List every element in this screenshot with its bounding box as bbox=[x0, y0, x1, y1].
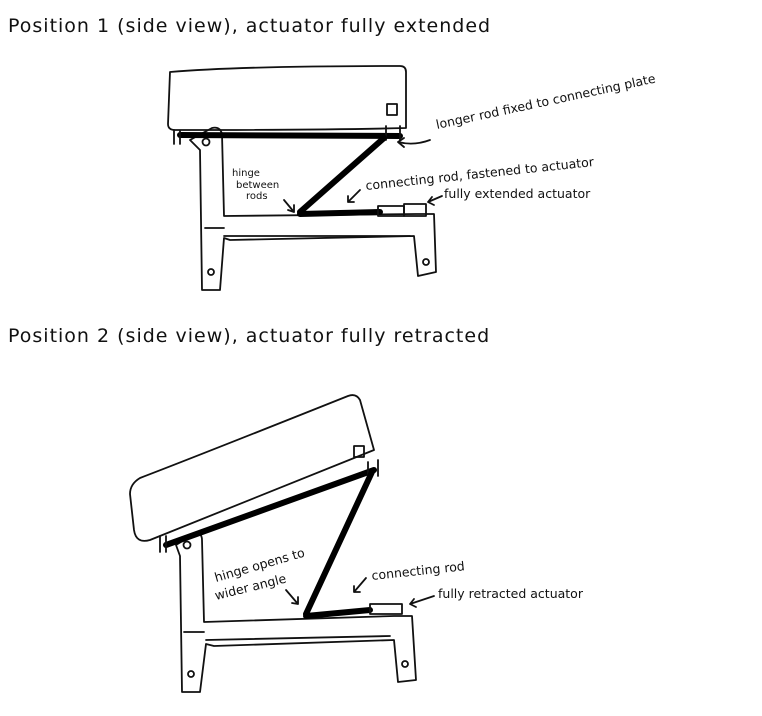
position-2-arrow-hinge bbox=[285, 589, 299, 605]
position-2-label-connecting-rod: connecting rod bbox=[371, 558, 466, 583]
position-2-lower-rod bbox=[303, 607, 373, 619]
position-1-foot-pivot-left bbox=[207, 268, 215, 276]
position-2-seat-cushion bbox=[129, 394, 375, 542]
position-2-connecting-rod bbox=[303, 469, 375, 617]
position-1-arrow-hinge bbox=[283, 199, 295, 213]
position-2-longer-rod bbox=[163, 467, 377, 548]
position-2-foot-pivot-right bbox=[401, 660, 409, 668]
position-1-arrow-actuator bbox=[427, 195, 443, 206]
position-2-top-pivot bbox=[182, 540, 192, 550]
position-2-diagram: Position 2 (side view), actuator fully r… bbox=[8, 325, 584, 693]
position-1-label-hinge-3: rods bbox=[246, 191, 268, 202]
position-1-foot-pivot-right bbox=[422, 258, 430, 266]
position-2-frame-inner bbox=[183, 631, 391, 641]
position-1-top-pivot bbox=[201, 137, 211, 147]
position-1-label-longer-rod: longer rod fixed to connecting plate bbox=[435, 71, 658, 132]
position-1-arrow-connecting-rod bbox=[347, 189, 361, 203]
position-2-title: Position 2 (side view), actuator fully r… bbox=[8, 325, 490, 347]
position-1-label-actuator: fully extended actuator bbox=[444, 186, 591, 201]
position-1-plate-bracket bbox=[386, 103, 398, 116]
position-1-diagram: Position 1 (side view), actuator fully e… bbox=[8, 15, 658, 291]
position-2-arrow-actuator bbox=[409, 595, 435, 608]
position-2-foot-pivot-left bbox=[187, 670, 195, 678]
position-1-arrow-longer-rod bbox=[397, 137, 431, 148]
position-2-arrow-connecting-rod bbox=[353, 577, 367, 593]
position-1-frame-inner bbox=[204, 227, 411, 237]
position-2-actuator-housing bbox=[369, 603, 403, 615]
position-1-connecting-rod bbox=[297, 135, 387, 215]
position-1-base-frame bbox=[189, 126, 437, 291]
position-1-longer-rod bbox=[177, 132, 403, 139]
position-1-label-hinge-1: hinge bbox=[232, 168, 260, 179]
position-2-rod-end-left bbox=[159, 535, 167, 553]
position-1-title: Position 1 (side view), actuator fully e… bbox=[8, 15, 491, 37]
position-2-label-actuator: fully retracted actuator bbox=[438, 586, 584, 601]
position-1-seat-cushion bbox=[167, 65, 407, 131]
position-1-label-hinge-2: between bbox=[236, 180, 279, 191]
position-2-plate-bracket bbox=[353, 445, 365, 458]
position-1-lower-rod bbox=[297, 209, 383, 217]
position-1-actuator-housing bbox=[403, 203, 427, 217]
position-1-rod-end-left bbox=[173, 129, 181, 145]
